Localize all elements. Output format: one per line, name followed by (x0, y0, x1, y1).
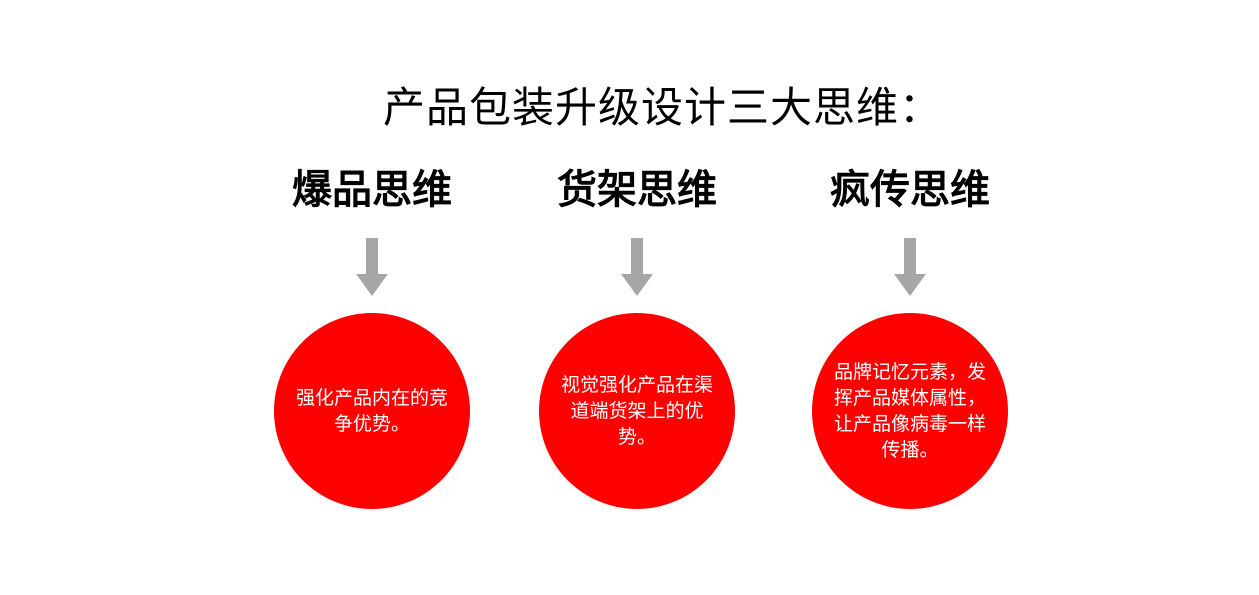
column-heading: 货架思维 (557, 167, 717, 213)
red-circle: 视觉强化产品在渠道端货架上的优势。 (539, 313, 735, 509)
circle-text: 品牌记忆元素，发挥产品媒体属性，让产品像病毒一样传播。 (833, 361, 986, 461)
circle-text: 视觉强化产品在渠道端货架上的优势。 (560, 374, 713, 448)
page-title: 产品包装升级设计三大思维： (383, 83, 943, 132)
arrow-down-icon (621, 238, 653, 296)
column-heading: 爆品思维 (292, 167, 452, 213)
column-viral-thinking: 疯传思维 品牌记忆元素，发挥产品媒体属性，让产品像病毒一样传播。 (790, 150, 1030, 530)
column-shelf-thinking: 货架思维 视觉强化产品在渠道端货架上的优势。 (517, 150, 757, 530)
arrow-down-icon (894, 238, 926, 296)
arrow-down-icon (356, 238, 388, 296)
red-circle: 品牌记忆元素，发挥产品媒体属性，让产品像病毒一样传播。 (812, 313, 1008, 509)
circle-text: 强化产品内在的竞争优势。 (295, 387, 448, 435)
column-heading: 疯传思维 (830, 167, 990, 213)
column-explosive-product: 爆品思维 强化产品内在的竞争优势。 (252, 150, 492, 530)
red-circle: 强化产品内在的竞争优势。 (274, 313, 470, 509)
